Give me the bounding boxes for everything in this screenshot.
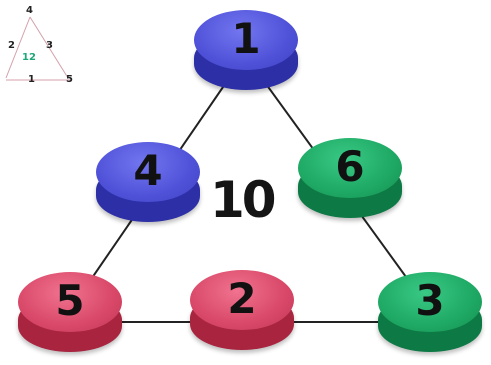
token-number: 1 (194, 14, 298, 64)
token-number: 4 (96, 146, 200, 196)
token-top[interactable]: 1 (194, 10, 298, 94)
token-number: 3 (378, 276, 482, 326)
token-number: 5 (18, 276, 122, 326)
token-bottom-left[interactable]: 5 (18, 272, 122, 356)
token-number: 2 (190, 274, 294, 324)
token-bottom-right[interactable]: 3 (378, 272, 482, 356)
token-number: 6 (298, 142, 402, 192)
token-bottom-middle[interactable]: 2 (190, 270, 294, 354)
side-sum-label: 10 (210, 172, 274, 228)
token-left-middle[interactable]: 4 (96, 142, 200, 226)
token-right-middle[interactable]: 6 (298, 138, 402, 222)
